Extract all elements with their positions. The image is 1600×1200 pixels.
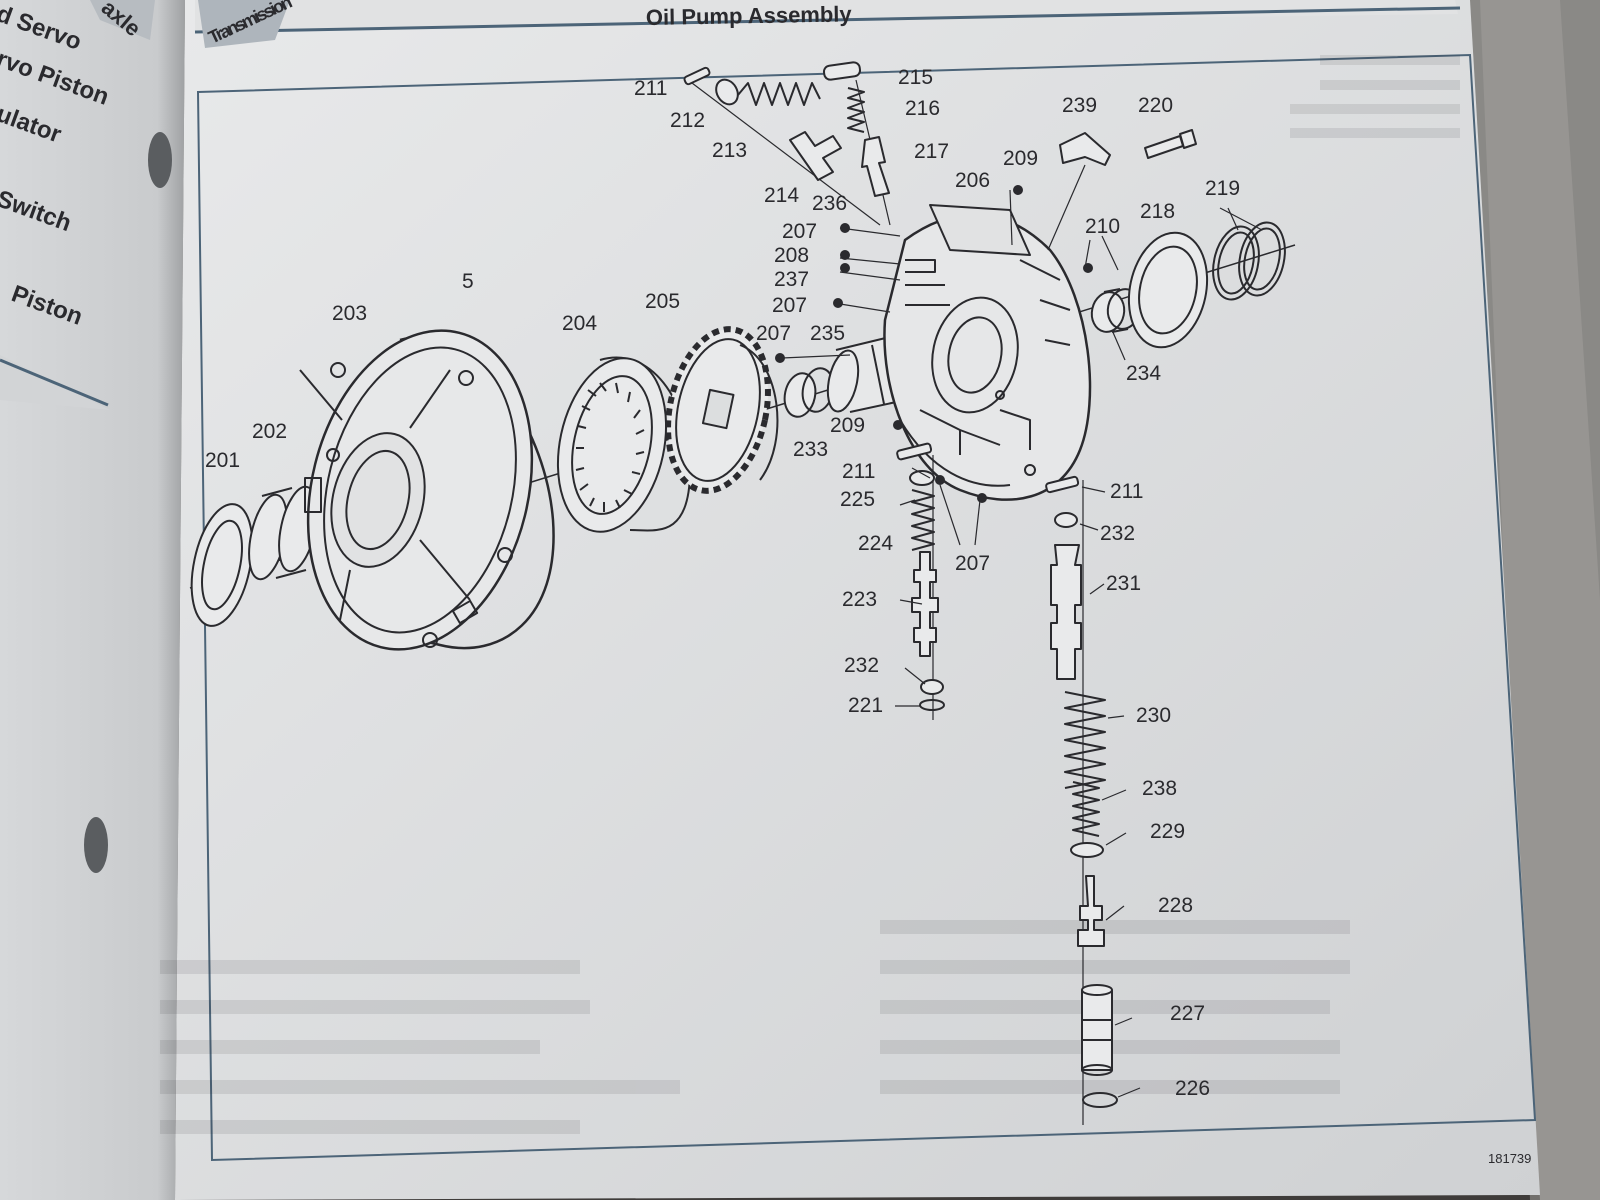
figure-id: 181739 [1488, 1151, 1531, 1166]
part-219-seal-rings [1212, 221, 1286, 301]
callout-219: 219 [1205, 177, 1240, 200]
callout-210: 210 [1085, 215, 1120, 238]
callout-5: 5 [462, 270, 474, 293]
part-233-bushing [783, 367, 835, 418]
part-205-drive-gear [665, 326, 779, 494]
callout-216: 216 [905, 97, 940, 120]
part-221-clip [919, 699, 945, 711]
callout-232-right: 232 [1100, 522, 1135, 545]
figure-frame [196, 53, 1537, 1162]
part-224-spring [911, 489, 935, 551]
callout-217: 217 [914, 140, 949, 163]
part-216-spring [847, 87, 865, 133]
part-227-sleeve [1081, 989, 1113, 1071]
callout-225: 225 [840, 488, 875, 511]
callout-206: 206 [955, 169, 990, 192]
callout-237: 237 [774, 268, 809, 291]
callout-203: 203 [332, 302, 367, 325]
part-group-left-stack [896, 442, 945, 720]
part-239-bracket [1059, 132, 1111, 166]
part-234-bushing [1090, 288, 1142, 333]
part-238-spring [1072, 781, 1100, 837]
part-211-pin-right [1045, 475, 1080, 494]
part-214-valve [789, 131, 842, 181]
callout-211-right: 211 [1110, 480, 1143, 503]
callout-220: 220 [1138, 94, 1173, 117]
callout-211-mid: 211 [842, 460, 875, 483]
callout-212: 212 [670, 109, 705, 132]
callout-207-d: 207 [955, 552, 990, 575]
part-211-pin [683, 66, 711, 86]
callout-231: 231 [1106, 572, 1141, 595]
callout-226: 226 [1175, 1077, 1210, 1100]
part-232-plug-right [1054, 512, 1078, 528]
callout-209-top: 209 [1003, 147, 1038, 170]
callout-228: 228 [1158, 894, 1193, 917]
part-225-plug [909, 470, 935, 486]
part-group-right-stack [1045, 475, 1118, 1125]
callout-204: 204 [562, 312, 597, 335]
callout-229: 229 [1150, 820, 1185, 843]
ghost-text [160, 55, 1460, 1134]
page-title: Oil Pump Assembly [646, 1, 853, 30]
left-page [0, 0, 185, 1200]
callout-233: 233 [793, 438, 828, 461]
part-217-valve [861, 136, 890, 197]
part-218-thrust-washer [1127, 231, 1209, 349]
part-group-top-valves [683, 61, 891, 226]
part-213-spring [737, 82, 821, 106]
part-215-plug [822, 61, 862, 81]
binder-clip-bottom [84, 817, 108, 873]
part-226-clip [1082, 1092, 1118, 1108]
callout-201: 201 [205, 449, 240, 472]
check-balls [775, 185, 1093, 503]
binder-clip-top [148, 132, 172, 188]
part-232-plug-left [920, 679, 944, 695]
callout-224: 224 [858, 532, 893, 555]
callout-207-c: 207 [756, 322, 791, 345]
exploded-diagram [189, 61, 1296, 1125]
part-211-pin-lower [896, 442, 933, 461]
part-229-washer [1070, 842, 1104, 858]
callout-218: 218 [1140, 200, 1175, 223]
callout-230: 230 [1136, 704, 1171, 727]
callout-232-left: 232 [844, 654, 879, 677]
part-206-pump-body [883, 204, 1092, 501]
callout-205: 205 [645, 290, 680, 313]
callout-236: 236 [812, 192, 847, 215]
part-223-valve [911, 551, 939, 657]
part-220-bolt [1144, 129, 1197, 159]
callout-213: 213 [712, 139, 747, 162]
header-bar [195, 0, 1458, 30]
part-212-plug [715, 78, 739, 106]
part-201-seal [190, 503, 254, 627]
callout-239: 239 [1062, 94, 1097, 117]
callout-202: 202 [252, 420, 287, 443]
part-228-valve [1077, 875, 1105, 947]
callout-208: 208 [774, 244, 809, 267]
section-tab [198, 0, 290, 48]
callout-238: 238 [1142, 777, 1177, 800]
callout-209-mid: 209 [830, 414, 865, 437]
part-202-bushing [248, 485, 318, 581]
callout-235: 235 [810, 322, 845, 345]
callout-207-a: 207 [782, 220, 817, 243]
callout-211-top: 211 [634, 77, 667, 100]
callout-207-b: 207 [772, 294, 807, 317]
part-230-spring [1064, 691, 1106, 789]
part-231-valve [1050, 544, 1082, 680]
callout-223: 223 [842, 588, 877, 611]
callout-215: 215 [898, 66, 933, 89]
left-page-tab [90, 0, 155, 40]
callout-234: 234 [1126, 362, 1161, 385]
part-group-top-right [1047, 129, 1197, 251]
callout-227: 227 [1170, 1002, 1205, 1025]
callout-221: 221 [848, 694, 883, 717]
callout-214: 214 [764, 184, 799, 207]
part-203-pump-cover [299, 329, 555, 651]
